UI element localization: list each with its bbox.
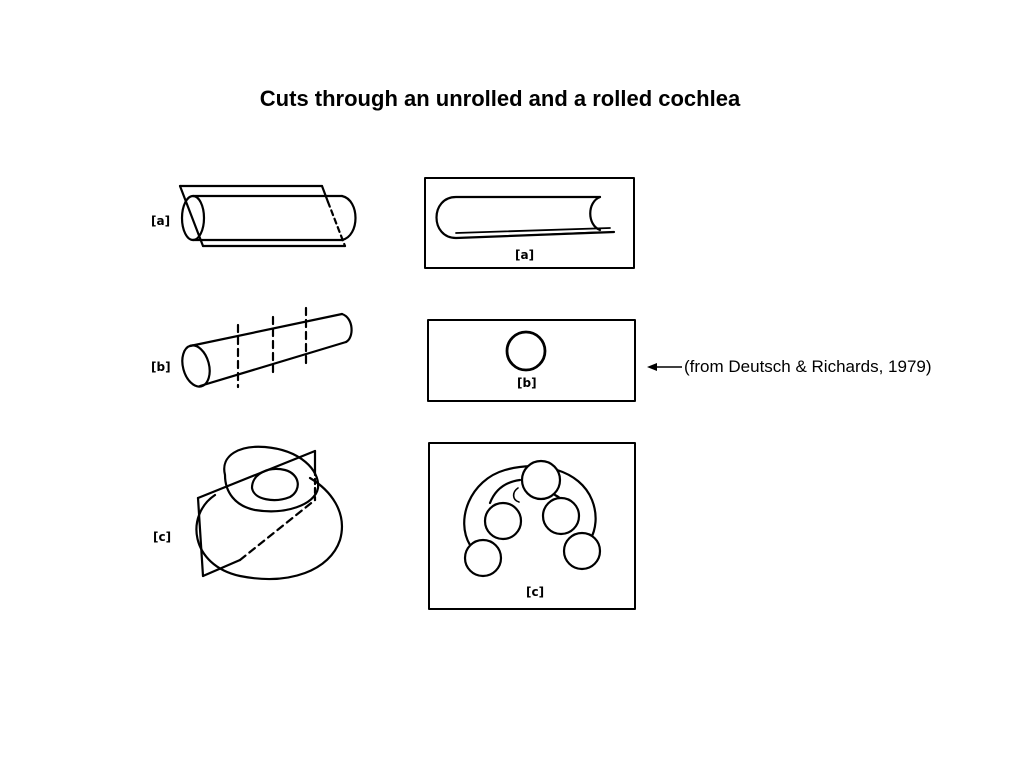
circle-cross-section (427, 319, 636, 402)
panel-c-right-label: [c] (526, 585, 544, 599)
panel-b-right-label: [b] (517, 376, 537, 390)
panel-a-left-label: [a] (151, 214, 170, 228)
rolled-cochlea-with-plane (195, 445, 343, 580)
unrolled-tube-longitudinal-cut (178, 184, 357, 248)
panel-b-left-label: [b] (151, 360, 171, 374)
panel-a-right-label: [a] (515, 248, 534, 262)
citation-text: (from Deutsch & Richards, 1979) (684, 357, 932, 376)
slide-title: Cuts through an unrolled and a rolled co… (259, 86, 741, 111)
half-tube-cross-section (424, 177, 635, 269)
panel-c-left-label: [c] (153, 530, 171, 544)
citation-arrow (647, 363, 682, 371)
rolled-cochlea-cross-section (428, 442, 636, 610)
unrolled-tube-transverse-cuts (181, 306, 353, 389)
